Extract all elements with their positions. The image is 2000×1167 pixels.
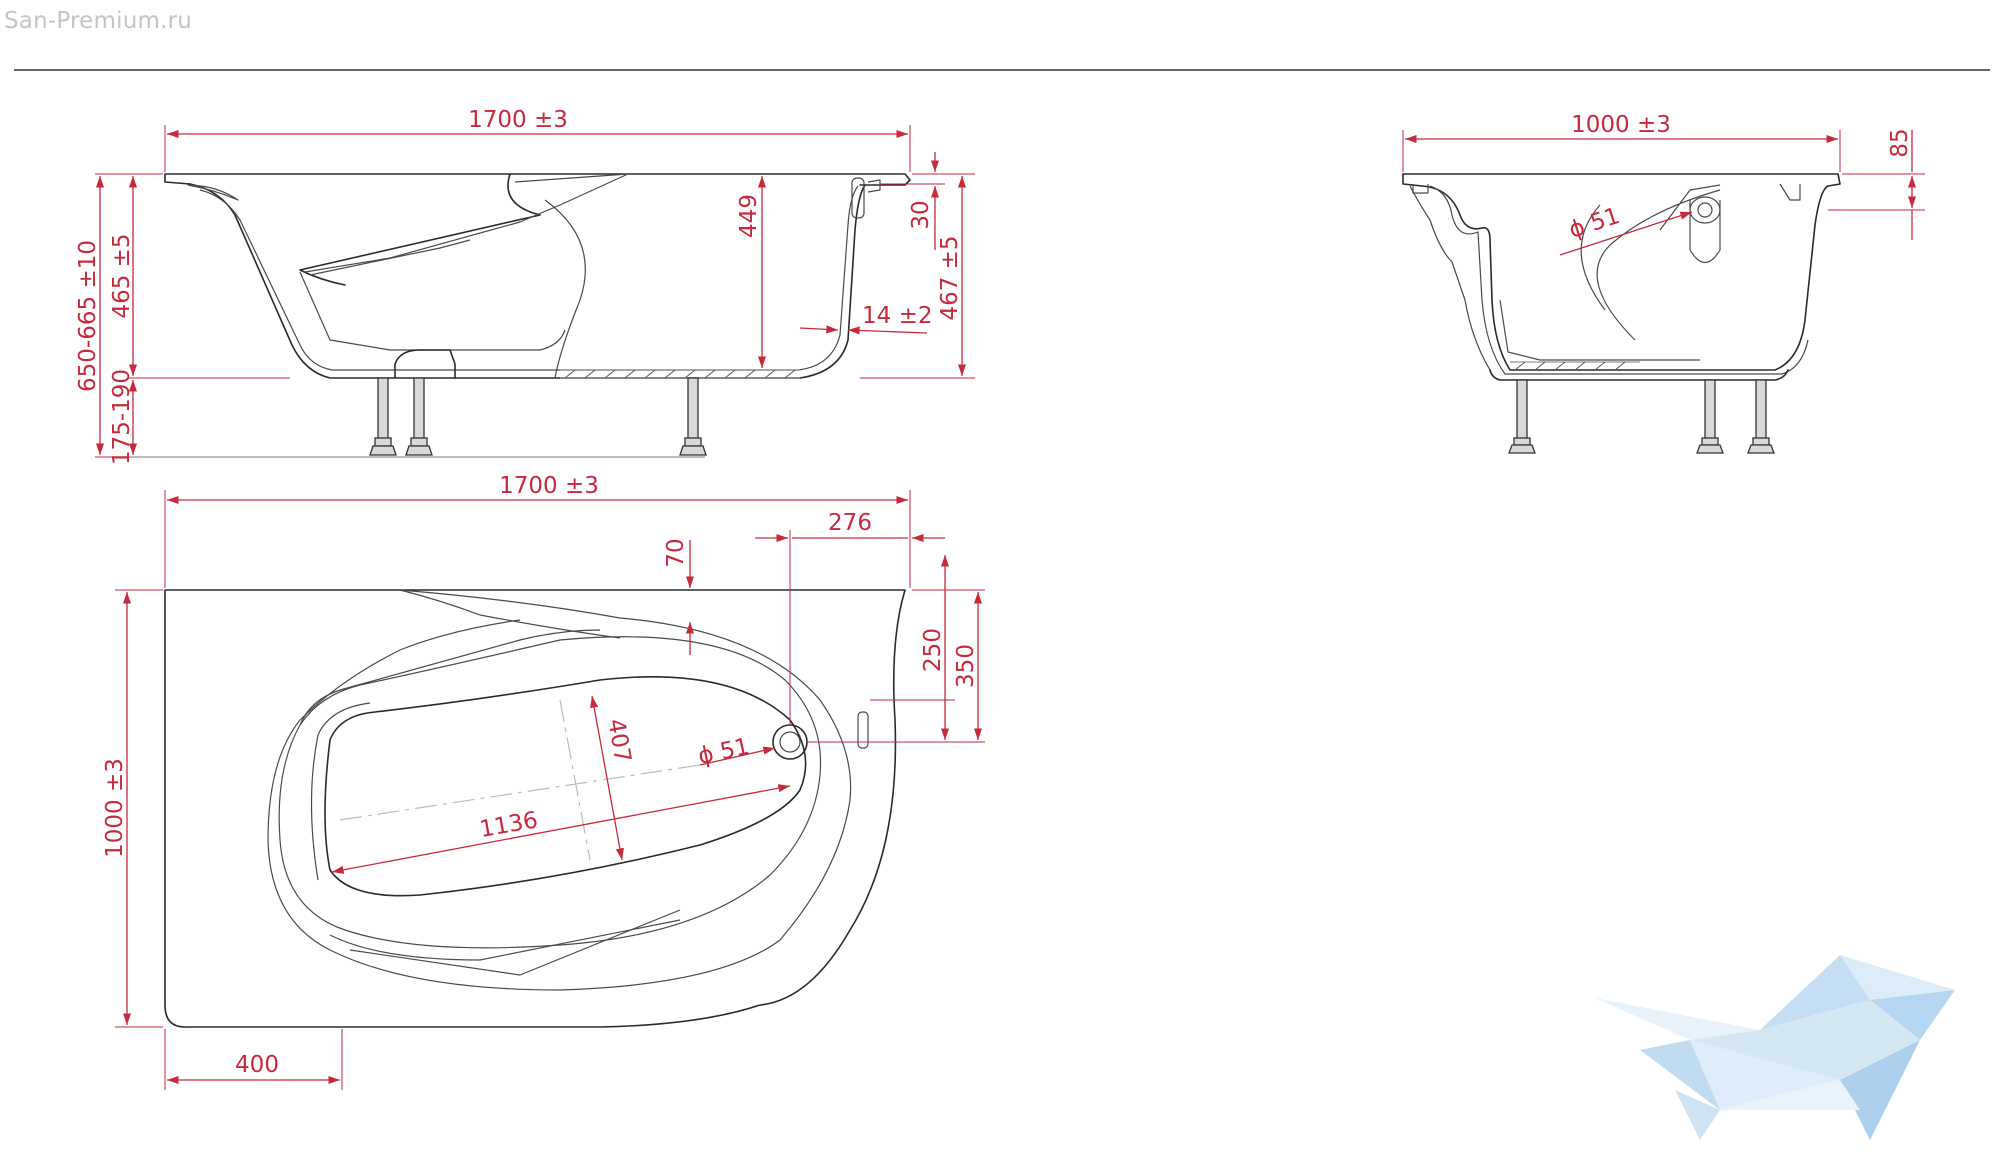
top-width-label: 1000 ±3 (102, 758, 128, 858)
top-offset-350-label: 350 (953, 644, 979, 688)
side-total-right-label: 467 ±5 (937, 235, 963, 320)
end-width-label: 1000 ±3 (1571, 112, 1671, 138)
side-floor-hatch (560, 369, 800, 379)
site-watermark: San-Premium.ru (4, 8, 193, 34)
top-dimensions: 1700 ±3 1000 ±3 70 276 250 350 407 1136 … (102, 473, 985, 1090)
top-offset-276-label: 276 (828, 510, 872, 536)
top-inner-length-label: 1136 (478, 807, 540, 843)
bathtub-logo-icon (1595, 955, 1955, 1140)
top-offset-70-label: 70 (663, 538, 689, 567)
end-rim-label: 85 (1887, 128, 1913, 157)
top-drain-label: ϕ 51 (696, 734, 752, 770)
side-inner-depth-label: 449 (736, 194, 762, 238)
top-inner-width-label: 407 (602, 717, 635, 765)
top-length-label: 1700 ±3 (499, 473, 599, 499)
end-view (1402, 173, 1841, 454)
side-dimensions: 1700 ±3 650-665 ±10 465 ±5 175-190 449 3… (75, 107, 975, 465)
top-corner-label: 400 (235, 1052, 279, 1078)
side-leg-height-label: 175-190 (109, 369, 135, 465)
side-wall-label: 14 ±2 (862, 303, 932, 329)
side-body-height-label: 465 ±5 (109, 233, 135, 318)
top-offset-250-label: 250 (920, 628, 946, 672)
side-total-height-label: 650-665 ±10 (75, 240, 101, 392)
side-rim-label: 30 (908, 200, 934, 229)
end-dimensions: 1000 ±3 85 ϕ 51 (1402, 112, 1925, 256)
side-view (130, 173, 911, 458)
side-length-label: 1700 ±3 (468, 107, 568, 133)
